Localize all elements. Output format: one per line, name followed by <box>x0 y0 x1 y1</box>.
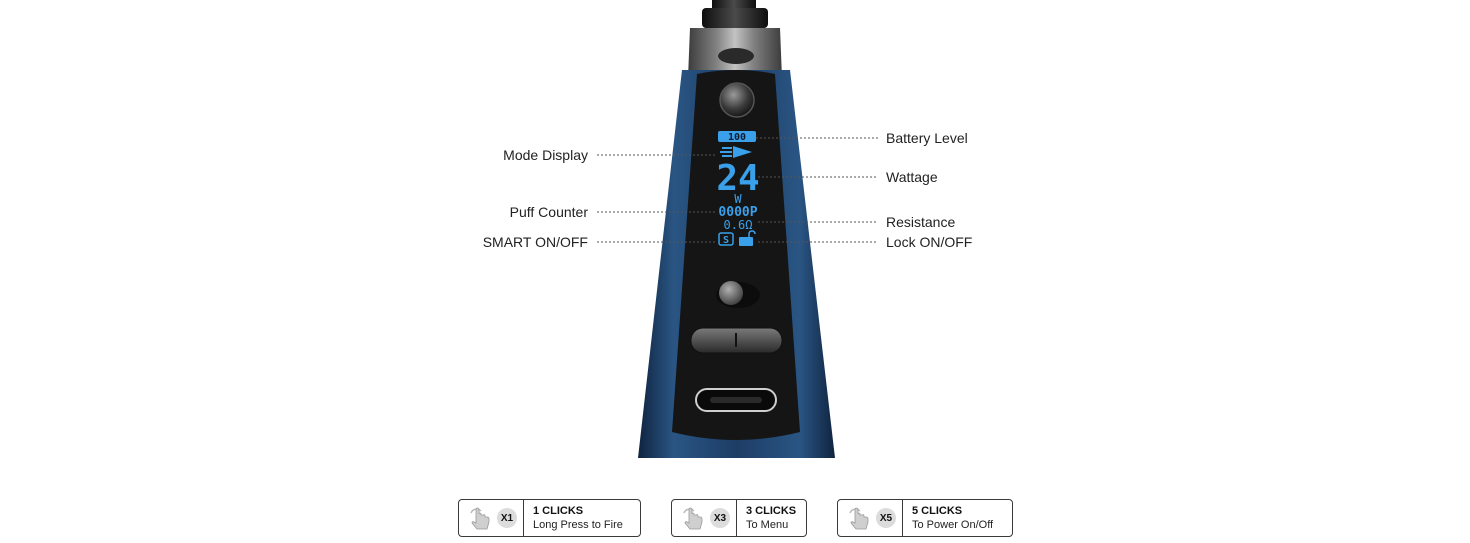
tank-cap <box>702 8 768 28</box>
mode-icon <box>720 146 752 158</box>
click-card-3: X3 3 CLICKS To Menu <box>671 499 807 537</box>
click-card-5: X5 5 CLICKS To Power On/Off <box>837 499 1013 537</box>
click-count-badge: X1 <box>497 508 517 528</box>
hand-tap-icon <box>470 507 490 530</box>
callout-mode-display: Mode Display <box>503 147 588 163</box>
card-description: Long Press to Fire <box>533 518 623 531</box>
adjust-knob[interactable] <box>719 281 743 305</box>
hand-tap-icon <box>849 507 869 530</box>
callout-resistance: Resistance <box>886 214 956 230</box>
callout-lines <box>597 137 878 243</box>
resistance-value: 0.6Ω <box>724 218 753 232</box>
callout-battery-level: Battery Level <box>886 130 968 146</box>
click-card-1: X1 1 CLICKS Long Press to Fire <box>458 499 641 537</box>
card-description: To Menu <box>746 518 789 531</box>
wattage-unit: W <box>734 192 742 206</box>
tank-logo <box>718 48 754 64</box>
wattage-value: 24 <box>716 158 759 199</box>
puff-counter-value: 0000P <box>718 205 757 220</box>
card-description: To Power On/Off <box>912 518 994 531</box>
callout-puff-counter: Puff Counter <box>509 204 588 220</box>
callout-wattage: Wattage <box>886 169 938 185</box>
smart-glyph: S <box>723 235 729 246</box>
smart-icon <box>718 232 734 246</box>
card-title: 3 CLICKS <box>746 504 797 517</box>
click-count-badge: X5 <box>876 508 896 528</box>
click-count-badge: X3 <box>710 508 730 528</box>
callout-lock: Lock ON/OFF <box>886 234 973 250</box>
top-button[interactable] <box>719 82 755 118</box>
callout-smart: SMART ON/OFF <box>482 234 588 250</box>
hand-tap-icon <box>683 507 703 530</box>
lock-icon <box>739 230 756 246</box>
battery-icon <box>718 131 756 142</box>
card-title: 5 CLICKS <box>912 504 963 517</box>
card-title: 1 CLICKS <box>533 504 584 517</box>
drip-tip <box>712 0 756 10</box>
battery-text: 100 <box>728 132 746 143</box>
